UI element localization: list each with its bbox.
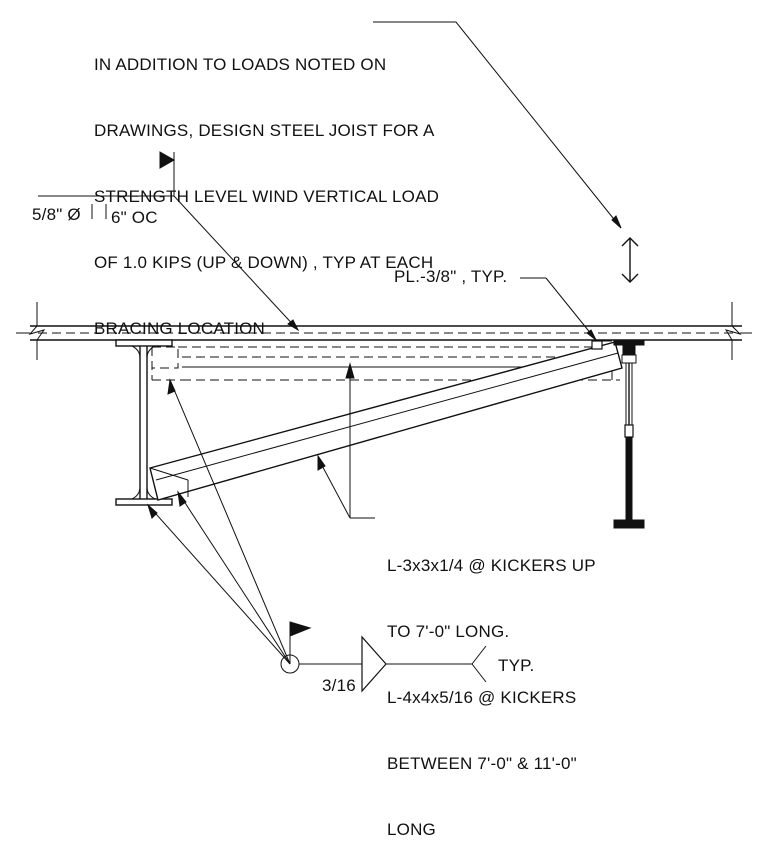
weld-size-label: 3/16 (322, 676, 356, 695)
kicker-angle (149, 341, 623, 501)
right-break-line (724, 302, 742, 360)
stud-spacing-label: 6" OC (111, 208, 158, 227)
wind-load-line-3: STRENGTH LEVEL WIND VERTICAL LOAD (94, 187, 440, 206)
top-clip-angle (151, 346, 182, 381)
wind-load-leader (373, 21, 639, 283)
fillet-weld-symbol (146, 378, 487, 693)
right-bracing-member (613, 339, 645, 529)
up-down-arrow-icon (621, 237, 639, 283)
steel-joist-bracing-detail (16, 21, 752, 693)
wind-load-line-4: OF 1.0 KIPS (UP & DOWN) , TYP AT EACH (94, 253, 434, 272)
kicker-spec-line-3: L-4x4x5/16 @ KICKERS (387, 688, 577, 707)
kicker-leader (317, 362, 375, 519)
wind-load-note: IN ADDITION TO LOADS NOTED ON DRAWINGS, … (94, 10, 439, 362)
left-wide-flange-beam (115, 339, 173, 506)
kicker-spec-line-5: LONG (387, 820, 436, 839)
weld-typ-label: TYP. (498, 656, 535, 675)
wind-load-line-1: IN ADDITION TO LOADS NOTED ON (94, 55, 387, 74)
fillet-weld-triangle (361, 635, 387, 693)
wind-load-line-2: DRAWINGS, DESIGN STEEL JOIST FOR A (94, 121, 435, 140)
stud-weld-symbol (38, 151, 300, 332)
field-weld-flag-icon-bottom (289, 621, 312, 637)
kicker-spec-note: L-3x3x1/4 @ KICKERS UP TO 7'-0" LONG. L-… (387, 511, 596, 863)
plate-label: PL.-3/8" , TYP. (394, 267, 508, 286)
stud-diameter-label: 5/8" Ø (32, 205, 81, 224)
wind-load-line-5: BRACING LOCATION (94, 319, 266, 338)
plate-leader (520, 277, 597, 341)
kicker-spec-line-4: BETWEEN 7'-0" & 11'-0" (387, 754, 577, 773)
left-break-line (28, 302, 46, 360)
kicker-spec-line-2: TO 7'-0" LONG. (387, 622, 510, 641)
kicker-spec-line-1: L-3x3x1/4 @ KICKERS UP (387, 556, 596, 575)
end-plate (591, 340, 612, 350)
